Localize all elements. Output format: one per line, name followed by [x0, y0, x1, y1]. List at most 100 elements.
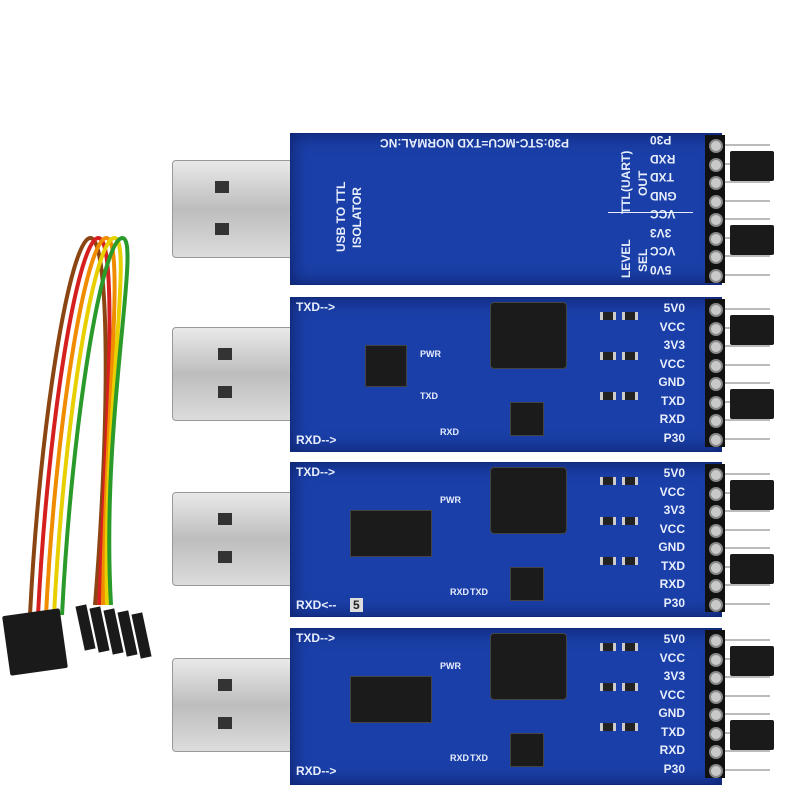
usb-plug — [172, 492, 299, 586]
isolated-dcdc-module — [490, 633, 567, 700]
divider — [608, 212, 693, 213]
header-pin — [725, 181, 770, 183]
usb-plug — [172, 327, 299, 421]
group-ttl-out-2: OUT — [636, 170, 650, 196]
smd-component — [622, 312, 638, 320]
usb-ttl-isolator-board — [290, 133, 722, 285]
jumper-cap — [730, 225, 774, 255]
wire — [52, 236, 123, 616]
smd-component — [600, 517, 616, 525]
header-pin — [725, 694, 770, 697]
header-pad — [709, 505, 723, 519]
rxd-label: RXD<-- — [296, 598, 337, 612]
header-pin — [725, 510, 770, 512]
female-connector — [2, 608, 68, 676]
header-pin — [725, 750, 770, 752]
smd-component — [600, 477, 616, 485]
header-pad — [709, 468, 723, 482]
usb-uart-chip — [350, 676, 432, 723]
pin-label: VCC — [659, 521, 685, 536]
header-pin — [725, 768, 770, 771]
pin-label: TXD — [661, 558, 685, 573]
led-rxd-label: RXD — [450, 753, 470, 763]
header-pad — [709, 689, 723, 704]
smd-component — [622, 477, 638, 485]
dupont-cable — [28, 236, 130, 616]
txd-label: TXD--> — [296, 300, 335, 314]
header-pad — [709, 414, 723, 428]
header-pin — [725, 713, 770, 715]
header-pin — [725, 218, 770, 220]
jumper-cap — [730, 151, 774, 181]
group-ttl-out: TTL(UART) — [619, 150, 633, 214]
smd-component — [600, 312, 616, 320]
pin-label: RXD — [659, 412, 685, 426]
led-rxd-label: RXD — [450, 587, 470, 597]
pin-header — [705, 630, 725, 778]
pin-label: 5V0 — [650, 262, 672, 277]
group-level-2: SEL — [636, 248, 650, 272]
wire — [36, 236, 112, 616]
smd-component — [600, 683, 616, 691]
txd-label: TXD--> — [296, 465, 335, 479]
smd-component — [622, 392, 638, 400]
pin-label: P30 — [650, 133, 672, 147]
pin-label: GND — [658, 540, 685, 554]
usb-uart-chip — [365, 345, 407, 387]
header-pad — [709, 139, 723, 153]
header-pad — [709, 321, 723, 336]
header-pad — [709, 652, 723, 667]
smd-component — [622, 557, 638, 565]
isolator-chip — [510, 733, 544, 767]
isolated-dcdc-module — [490, 467, 567, 534]
header-pin — [725, 345, 770, 347]
header-pin — [725, 144, 770, 146]
usb-plug — [172, 160, 294, 258]
header-pin — [725, 273, 770, 276]
pin-label: VCC — [659, 687, 685, 702]
pin-label: RXD — [650, 151, 676, 166]
smd-component — [622, 683, 638, 691]
header-pad — [709, 432, 723, 447]
header-pin — [725, 382, 770, 384]
usb-plug — [172, 658, 299, 752]
header-pad — [709, 340, 723, 354]
smd-component — [600, 392, 616, 400]
usb-uart-chip — [350, 510, 432, 557]
header-pad — [709, 213, 723, 227]
pin-label: VCC — [659, 356, 685, 371]
jumper-cap — [730, 315, 774, 345]
jumper-cap — [730, 389, 774, 419]
board-subtitle: ISOLATOR — [350, 187, 364, 248]
smd-component — [622, 517, 638, 525]
pwr-label: PWR — [440, 495, 461, 505]
pin-label: 3V3 — [650, 225, 672, 240]
pin-label: GND — [658, 706, 685, 720]
header-pin — [725, 255, 770, 257]
header-pad — [709, 763, 723, 778]
header-pad — [709, 726, 723, 741]
pin-label: TXD — [661, 724, 685, 739]
rxd-label: RXD--> — [296, 764, 337, 778]
pin-label: 3V3 — [663, 669, 685, 683]
pin-label: RXD — [659, 743, 685, 757]
isolator-chip — [510, 567, 544, 601]
header-pad — [709, 745, 723, 759]
group-level: LEVEL — [619, 239, 633, 278]
smd-component — [600, 557, 616, 565]
pin-label: GND — [658, 375, 685, 389]
led-rxd-label: RXD — [440, 427, 460, 437]
header-pad — [709, 542, 723, 556]
board-title: USB TO TTL — [334, 181, 348, 252]
pin-label: TXD — [650, 170, 674, 184]
pin-header — [705, 135, 725, 283]
jumper-cap — [730, 646, 774, 676]
jumper-cap — [730, 720, 774, 750]
header-pad — [709, 268, 723, 283]
pin-header — [705, 464, 725, 612]
header-pin — [725, 639, 770, 641]
led-txd-label: TXD — [470, 753, 488, 763]
rxd-label: RXD--> — [296, 433, 337, 447]
header-pad — [709, 579, 723, 593]
